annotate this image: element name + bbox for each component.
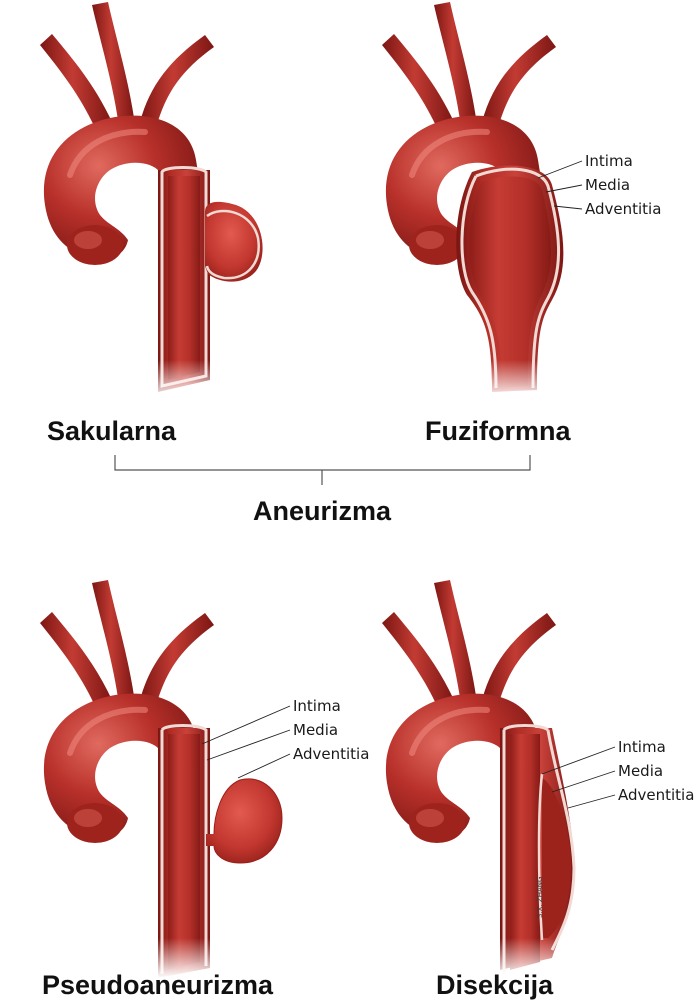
fusiform-label-adventitia: Adventitia	[585, 200, 661, 218]
pseudoaneurysm-illustration	[40, 580, 282, 978]
caption-dissection: Disekcija	[436, 970, 554, 1000]
pseudoaneurysm-sac	[206, 779, 282, 863]
pseudoaneurysm-label-intima: Intima	[293, 697, 341, 715]
caption-aneurysm-group: Aneurizma	[253, 496, 392, 526]
caption-saccular: Sakularna	[47, 416, 177, 446]
pseudoaneurysm-label-media: Media	[293, 721, 338, 739]
fusiform-label-media: Media	[585, 176, 630, 194]
fusiform-aneurysm-illustration: Intima Media Adventitia	[382, 2, 661, 400]
dissection-label-adventitia: Adventitia	[618, 786, 694, 804]
pseudoaneurysm-label-adventitia: Adventitia	[293, 745, 369, 763]
caption-fusiform: Fuziformna	[425, 416, 571, 446]
dissection-label-media: Media	[618, 762, 663, 780]
fusiform-label-intima: Intima	[585, 152, 633, 170]
dissection-illustration: S.X. ZHANG	[382, 580, 592, 978]
aneurysm-group-bracket	[115, 455, 530, 485]
artist-signature: S.X. ZHANG	[536, 877, 544, 918]
dissection-label-intima: Intima	[618, 738, 666, 756]
saccular-aneurysm-illustration	[40, 2, 263, 400]
pseudoaneurysm-layer-labels: Intima Media Adventitia	[202, 697, 369, 778]
caption-pseudoaneurysm: Pseudoaneurizma	[42, 970, 274, 1000]
saccular-pouch	[205, 202, 263, 282]
